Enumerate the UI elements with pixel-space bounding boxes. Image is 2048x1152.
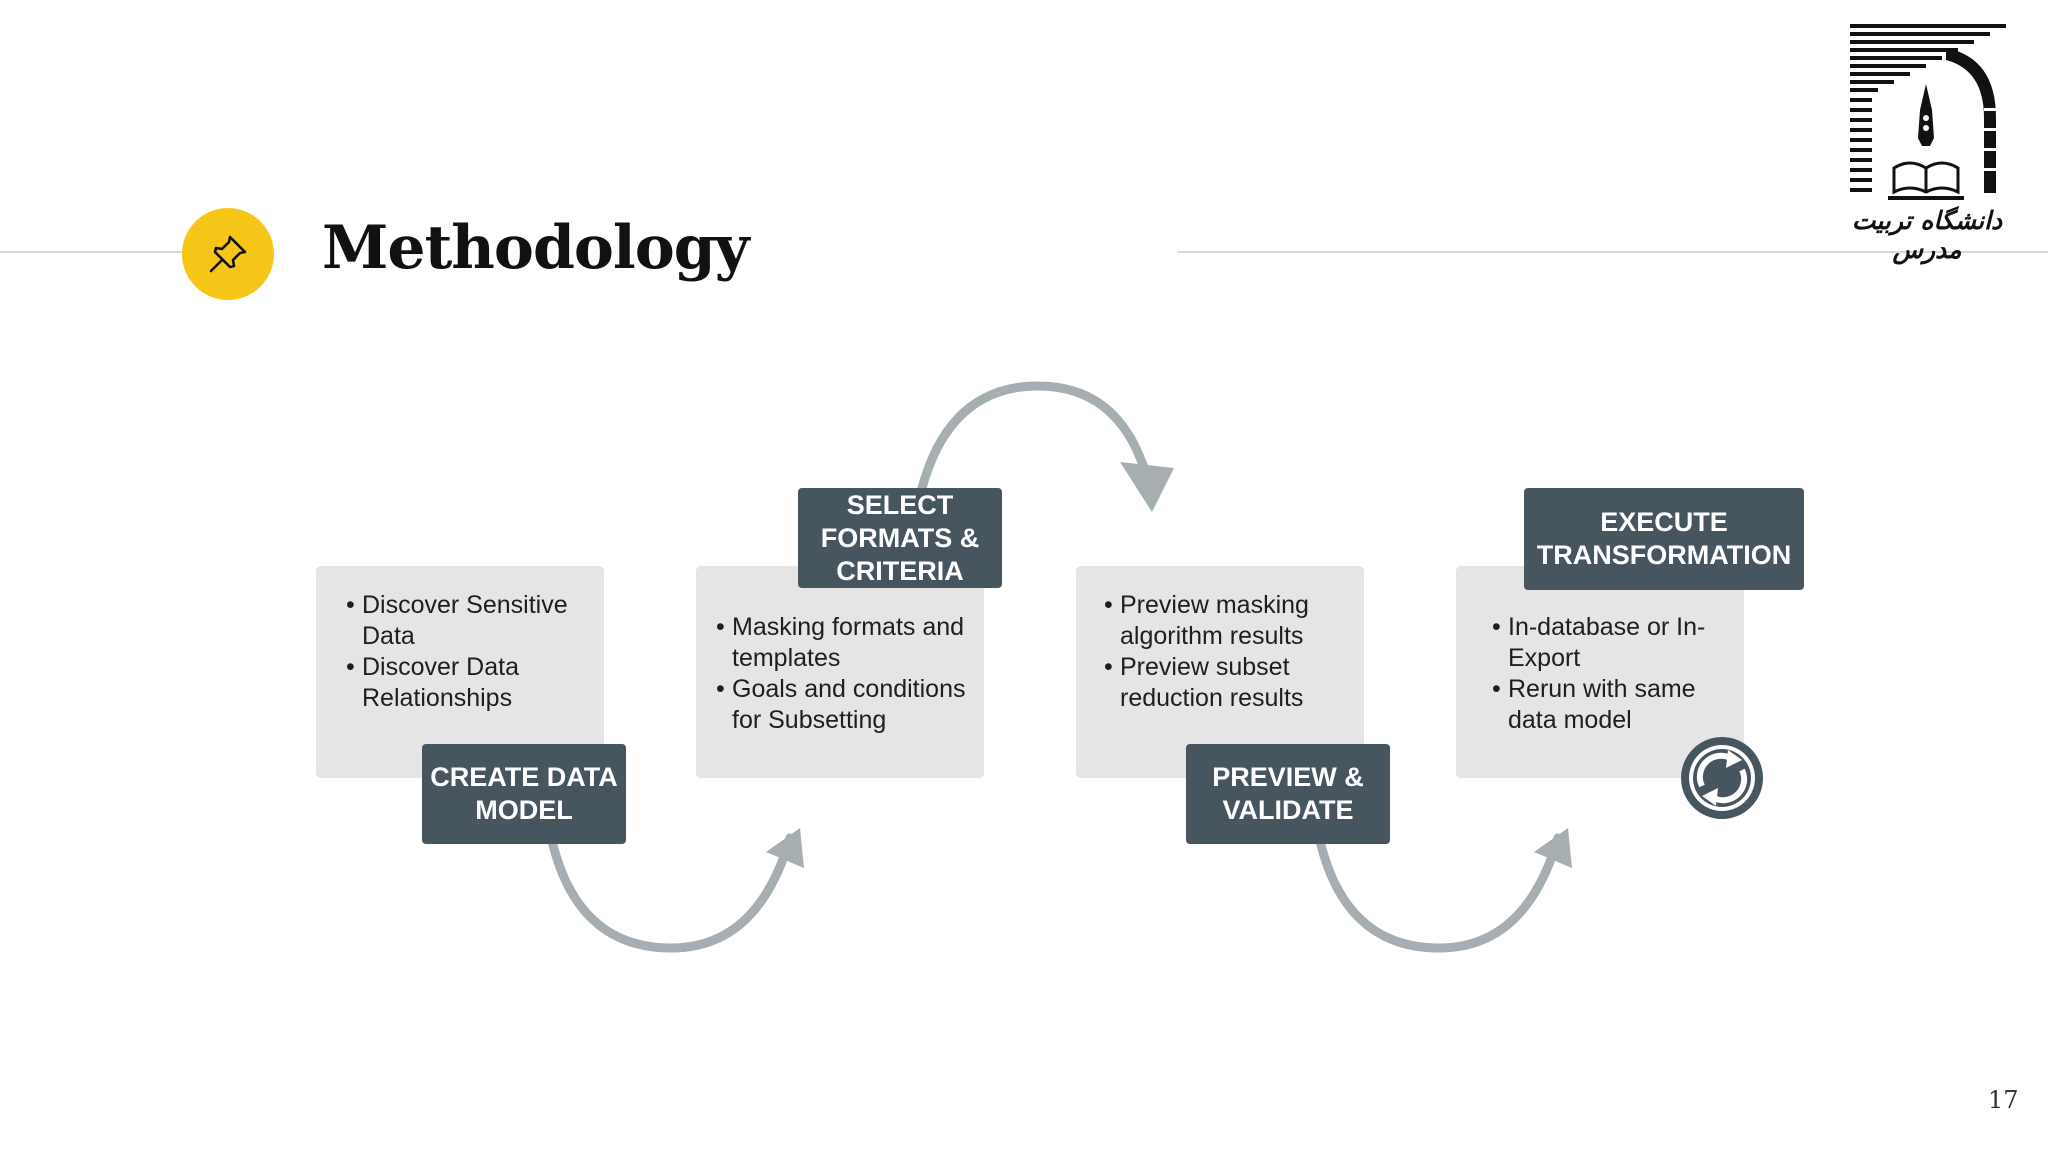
step-3-bullet: Preview masking algorithm results xyxy=(1104,590,1350,652)
arrow-1-to-2 xyxy=(545,827,795,953)
step-2-card: Masking formats and templates Goals and … xyxy=(696,566,984,778)
refresh-cycle-icon xyxy=(1681,737,1763,819)
step-3-label: PREVIEW & VALIDATE xyxy=(1186,744,1390,844)
step-1-bullets: Discover Sensitive Data Discover Data Re… xyxy=(346,590,590,714)
page-number: 17 xyxy=(1988,1086,2019,1114)
step-2-bullet: Masking formats and templates xyxy=(716,612,972,674)
step-1-card: Discover Sensitive Data Discover Data Re… xyxy=(316,566,604,778)
arrow-3-to-4 xyxy=(1313,827,1563,953)
step-2-bullet: Goals and conditions for Subsetting xyxy=(716,674,972,736)
step-4-bullet: Rerun with same data model xyxy=(1492,674,1730,736)
flow-arrows xyxy=(545,381,1572,953)
arrowhead-3 xyxy=(1534,828,1572,868)
step-3-bullet: Preview subset reduction results xyxy=(1104,652,1350,714)
step-2-bullets: Masking formats and templates Goals and … xyxy=(716,612,972,736)
step-4-bullets: In-database or In-Export Rerun with same… xyxy=(1492,612,1730,736)
page-title: Methodology xyxy=(322,213,750,283)
step-1-label: CREATE DATA MODEL xyxy=(422,744,626,844)
methodology-diagram: Discover Sensitive Data Discover Data Re… xyxy=(238,352,1838,1152)
step-1-bullet: Discover Data Relationships xyxy=(346,652,590,714)
step-3-card: Preview masking algorithm results Previe… xyxy=(1076,566,1364,778)
step-1-bullet: Discover Sensitive Data xyxy=(346,590,590,652)
step-4-bullet: In-database or In-Export xyxy=(1492,612,1730,674)
header-rule-right xyxy=(1178,251,2048,253)
arrowhead-2 xyxy=(1120,462,1174,512)
step-4-label: EXECUTE TRANSFORMATION xyxy=(1524,488,1804,590)
arrow-2-to-3 xyxy=(917,381,1149,493)
arrowhead-1 xyxy=(766,828,804,868)
header-rule-left xyxy=(0,251,182,253)
university-name: دانشگاه تربیت مدرس xyxy=(1851,206,2003,264)
pushpin-icon xyxy=(182,208,274,300)
university-logo xyxy=(1850,24,2006,200)
step-3-bullets: Preview masking algorithm results Previe… xyxy=(1104,590,1350,714)
step-2-label: SELECT FORMATS & CRITERIA xyxy=(798,488,1002,588)
step-4-card: In-database or In-Export Rerun with same… xyxy=(1456,566,1744,778)
